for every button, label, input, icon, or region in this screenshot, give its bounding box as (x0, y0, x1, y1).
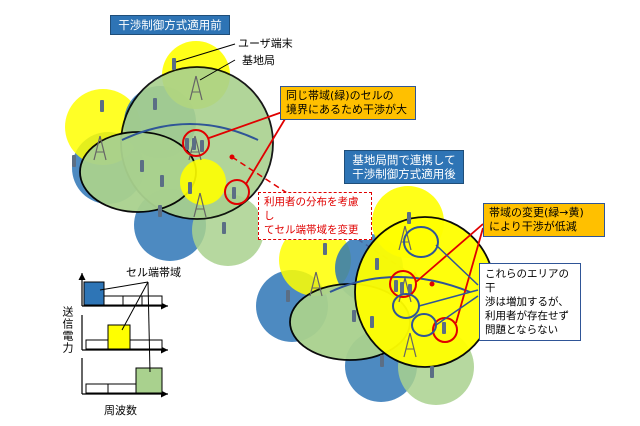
x-axis-label: 周波数 (104, 404, 137, 417)
interference-marker (389, 270, 417, 298)
area-note-line-2: 渉は増加するが、 (485, 296, 569, 308)
after-cell-cluster (256, 186, 496, 405)
note-line-2: てセル端帯域を変更 (264, 224, 359, 236)
after-title: 基地局間で連携して 干渉制御方式適用後 (344, 150, 464, 184)
distribution-note: 利用者の分布を考慮し てセル端帯域を変更 (258, 192, 372, 240)
band-base (85, 383, 109, 394)
band-blue (83, 281, 105, 306)
user-terminal-icons (286, 212, 446, 378)
callout-line (208, 109, 289, 139)
user-terminal-icons (72, 58, 236, 234)
band-base (107, 383, 137, 394)
base-station-icon (309, 271, 323, 297)
pointer-line (199, 59, 236, 81)
area-note-line-4: 問題とならない (485, 324, 559, 336)
base-station-icon (93, 135, 107, 161)
user-terminal-label: ユーザ端末 (238, 37, 293, 50)
callout-line (455, 227, 484, 324)
pointer-dot (429, 281, 435, 287)
base-station-label: 基地局 (242, 54, 275, 67)
before-interference-callout: 同じ帯域(緑)のセルの 境界にあるため干渉が大 (280, 86, 416, 120)
pointer-line (175, 43, 236, 63)
callout-line-2: により干渉が低減 (489, 220, 577, 233)
cell-boundary-arc (121, 123, 259, 141)
pointer-line (147, 281, 151, 373)
after-title-line-2: 干渉制御方式適用後 (352, 167, 456, 181)
base-station-icon (189, 75, 203, 101)
base-station-icon (403, 332, 417, 358)
callout-line-2: 境界にあるため干渉が大 (286, 103, 407, 116)
band-change-callout: 帯域の変更(緑→黄) により干渉が低減 (483, 203, 605, 237)
band-base (103, 295, 163, 306)
callout-line (435, 295, 479, 326)
area-note-line-3: 利用者が存在せず (485, 310, 569, 322)
callout-line (418, 289, 479, 307)
band-green (135, 367, 163, 394)
callout-line (415, 223, 484, 283)
callout-line-1: 帯域の変更(緑→黄) (489, 206, 584, 219)
base-station-icon (193, 192, 207, 218)
callout-line-1: 同じ帯域(緑)のセルの (286, 89, 394, 102)
cell-yellow (279, 224, 351, 296)
callout-line (435, 244, 479, 286)
cell-boundary-arc (329, 276, 471, 293)
band-base (129, 339, 163, 350)
interference-marker (182, 129, 210, 157)
interference-marker (224, 179, 250, 205)
cell-edge-band-label: セル端帯域 (126, 266, 181, 279)
band-yellow (107, 324, 131, 350)
pointer-line (99, 281, 149, 291)
note-line-1: 利用者の分布を考慮し (264, 196, 359, 222)
band-base (85, 339, 109, 350)
cell-yellow-changed (354, 216, 496, 368)
after-title-line-1: 基地局間で連携して (352, 153, 456, 167)
area-marker (403, 226, 439, 258)
area-note-callout: これらのエリアの干 渉は増加するが、 利用者が存在せず 問題とならない (479, 263, 581, 341)
area-note-line-1: これらのエリアの干 (485, 268, 569, 294)
spectrum-legend (78, 273, 168, 398)
cell-yellow-small (180, 159, 226, 205)
before-title: 干渉制御方式適用前 (110, 15, 230, 35)
pointer-line (121, 281, 149, 331)
callout-line (245, 113, 289, 185)
y-axis-label: 送信電力 (61, 306, 74, 354)
